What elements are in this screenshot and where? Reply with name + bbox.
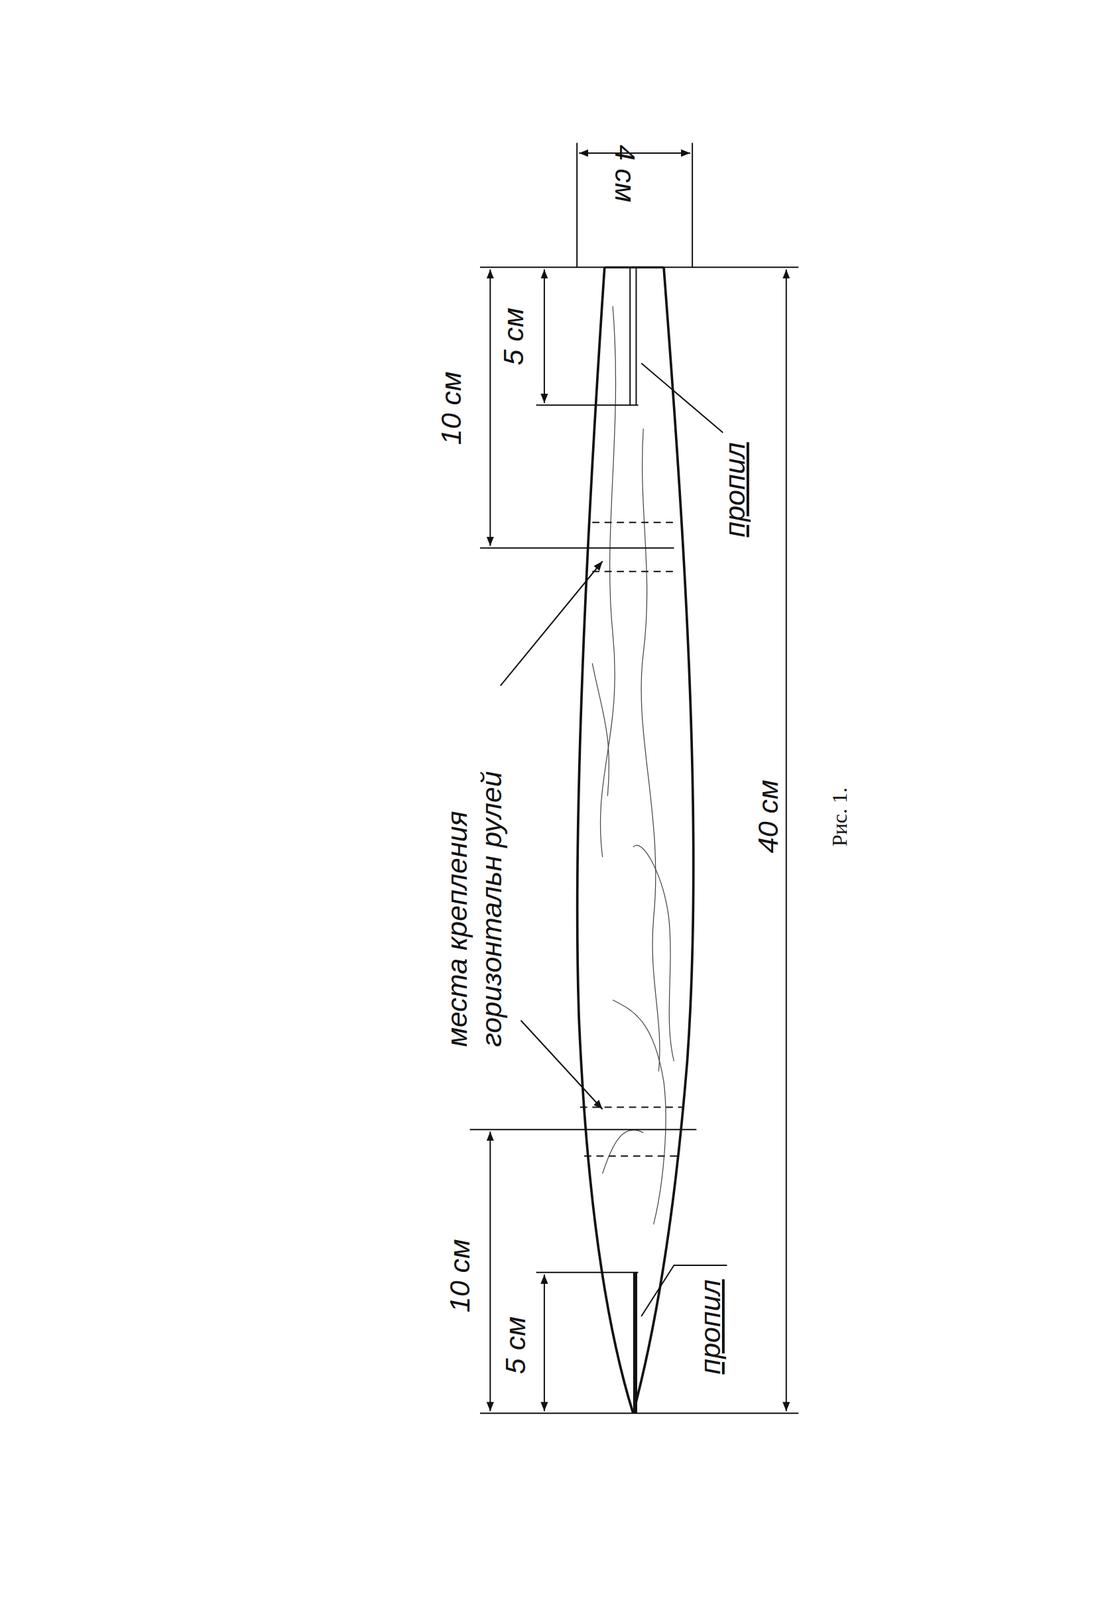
dimension-label: 10 см	[442, 1239, 477, 1314]
dimension-label: 5 см	[498, 1316, 534, 1375]
part-label: пропил	[718, 442, 753, 538]
note-label: места крепления горизонтальн рулей	[440, 729, 510, 1048]
dimension-label: 4 см	[608, 144, 643, 203]
dimension-label: 5 см	[496, 308, 532, 367]
figure-caption: Рис. 1.	[827, 787, 853, 847]
dimension-label: 40 см	[750, 780, 786, 855]
part-label: пропил	[693, 1279, 729, 1375]
dimension-label: 10 см	[434, 371, 469, 445]
